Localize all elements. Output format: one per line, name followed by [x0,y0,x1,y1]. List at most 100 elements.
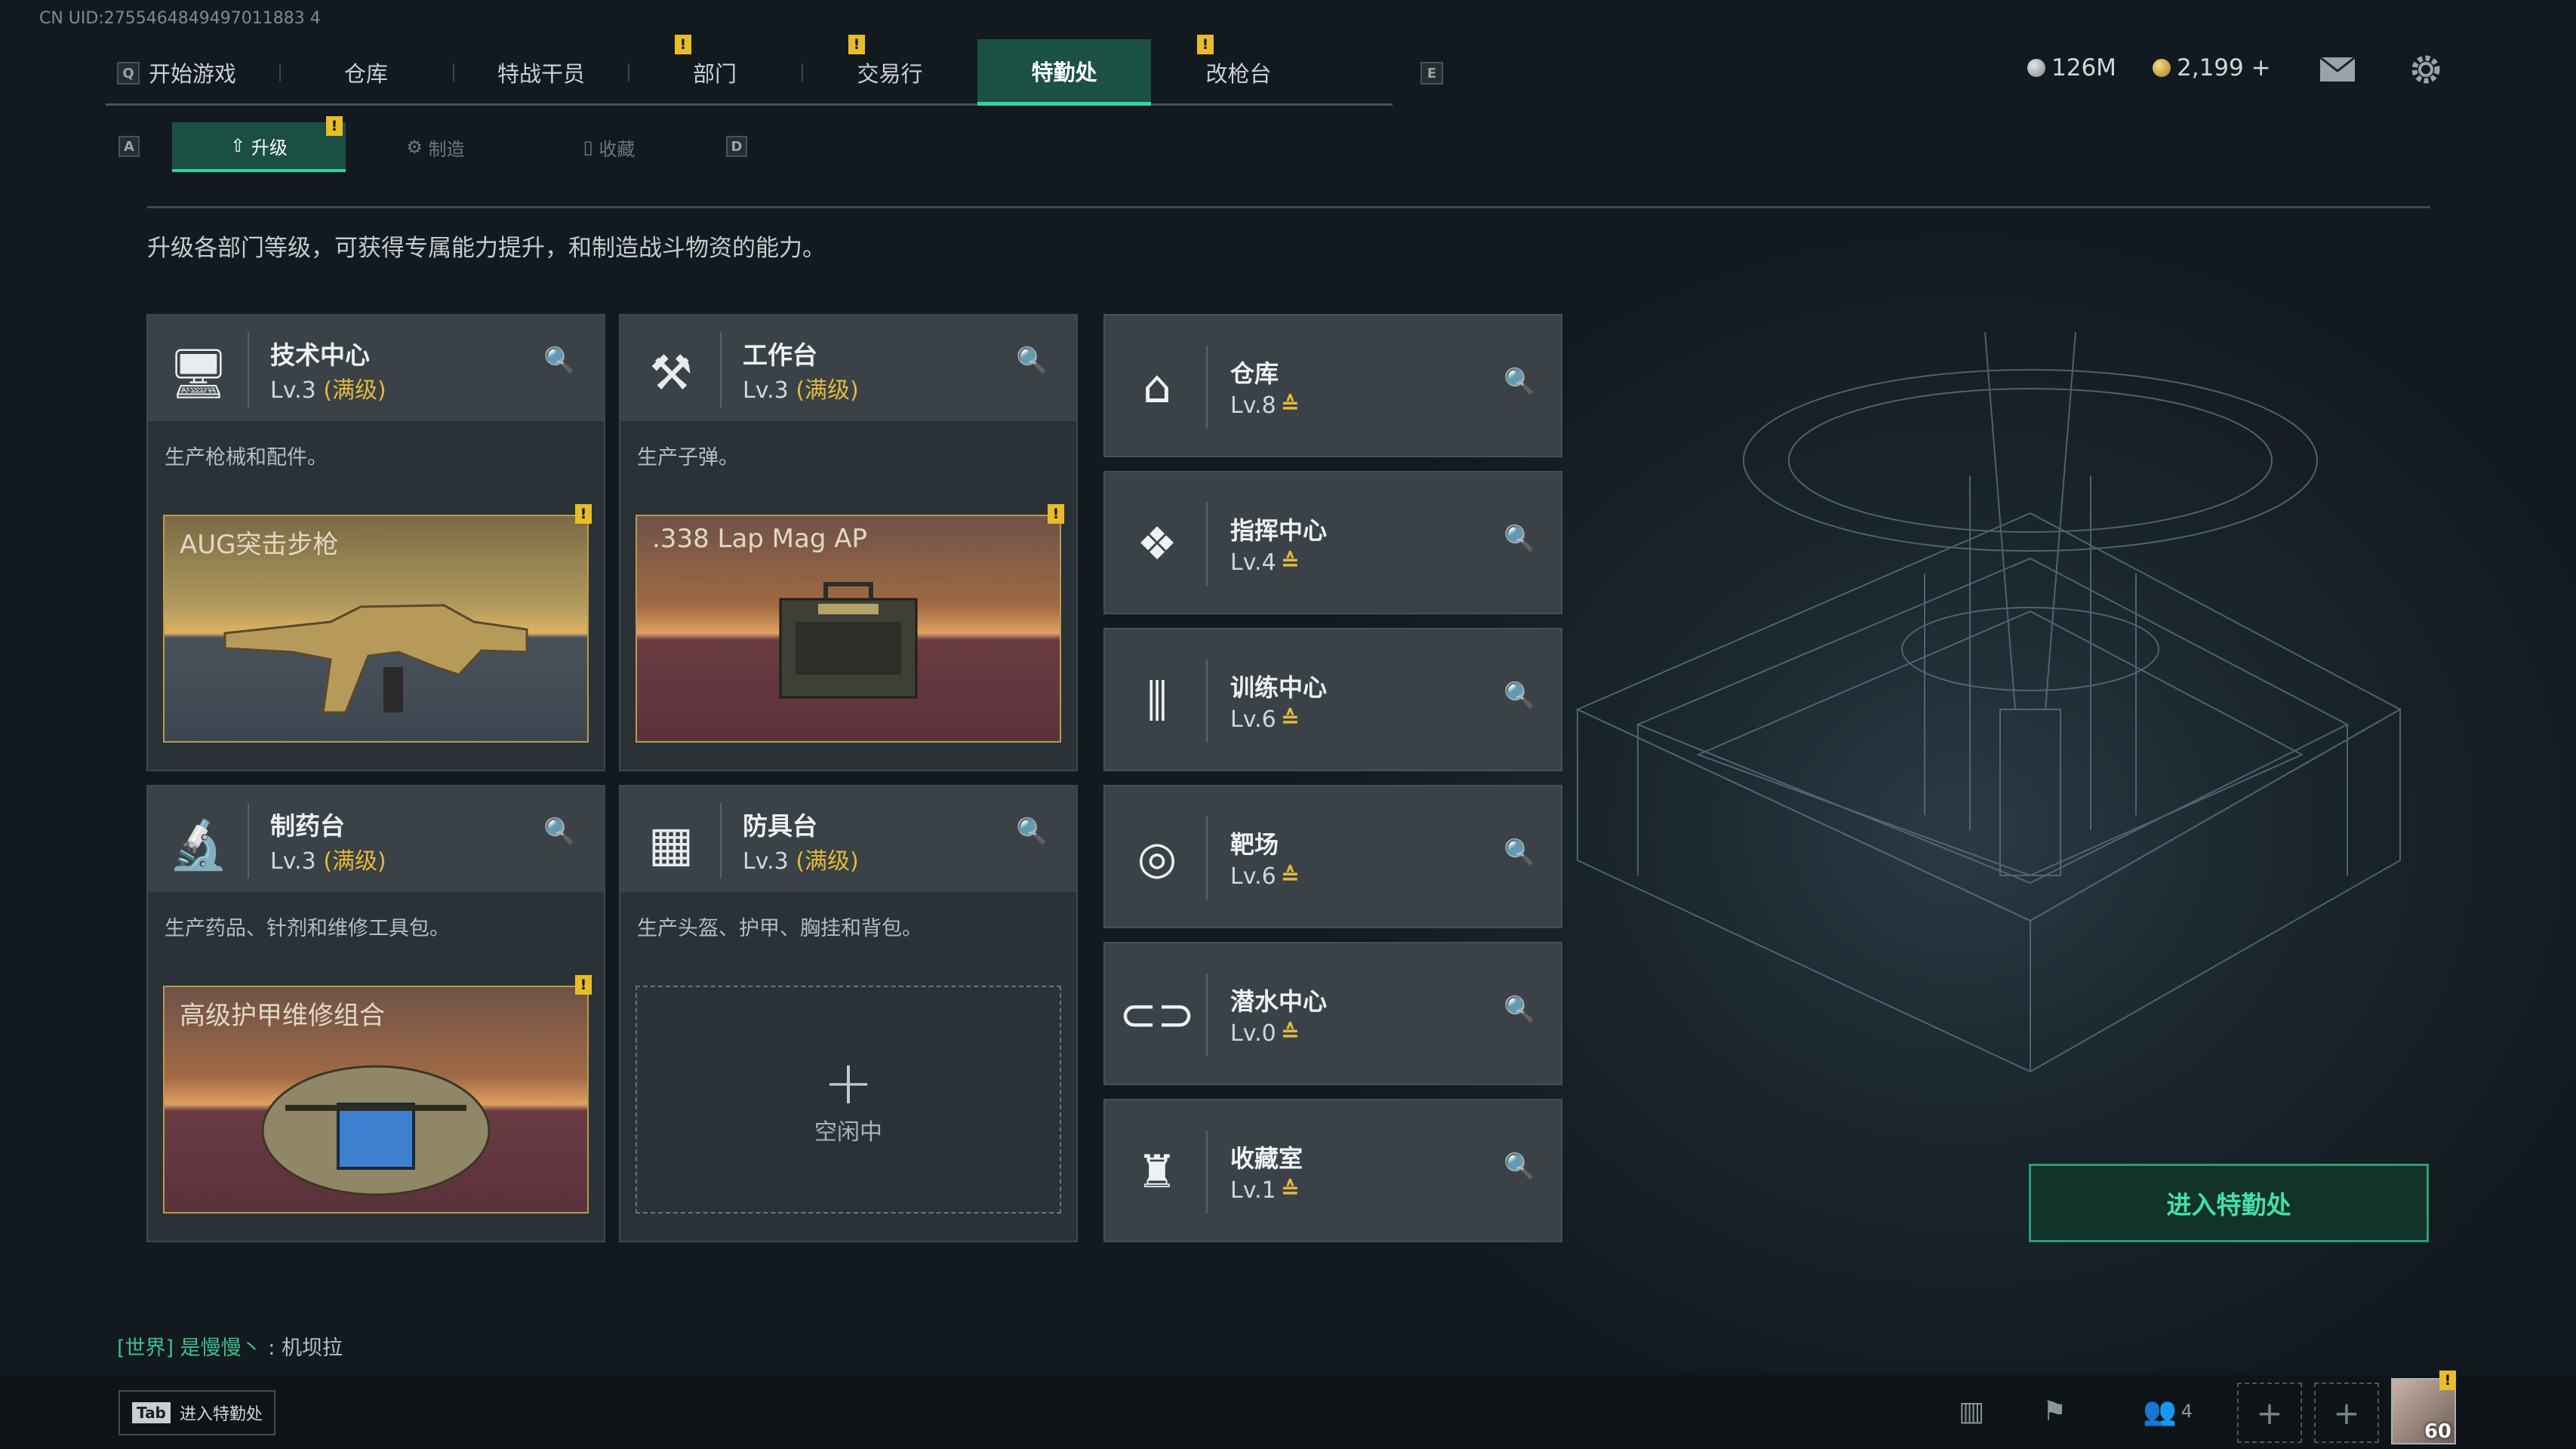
level-text: Lv.6 [1230,706,1276,733]
level-text: Lv.3 [743,377,789,404]
production-slot[interactable]: .338 Lap Mag AP [636,515,1061,743]
microscope-icon: 🔬 [168,817,229,873]
stats-chart-icon[interactable]: ▥ [1958,1395,1984,1427]
facility-diving-center[interactable]: ⊂⊃ 潜水中心 Lv.0≙ 🔍 [1103,942,1562,1085]
computer-icon: 🖥 [168,346,229,402]
silver-coin-icon [2027,59,2045,77]
building-wireframe [1575,331,2402,1073]
search-icon[interactable]: 🔍 [543,817,576,847]
tab-label: 部门 [692,61,737,87]
max-level-tag: (满级) [796,848,859,875]
chat-channel: [世界] [117,1337,174,1360]
facility-name: 训练中心 [1230,673,1328,702]
workshop-level: Lv.3 (满级) [743,842,859,875]
notification-badge: ! [848,35,865,54]
tab-special-office[interactable]: 特勤处 [977,39,1151,106]
divider [248,803,249,878]
production-slot[interactable]: 高级护甲维修组合 [163,986,589,1214]
search-icon[interactable]: 🔍 [1503,995,1536,1025]
tab-key-hint[interactable]: Tab 进入特勤处 [118,1390,275,1435]
settings-gear-icon[interactable] [2408,51,2444,88]
facility-training-center[interactable]: ⫼ 训练中心 Lv.6≙ 🔍 [1103,628,1562,771]
flag-icon[interactable]: ⚑ [2042,1395,2067,1427]
tab-key-label: 进入特勤处 [179,1405,263,1424]
workshop-name: 防具台 [743,811,817,841]
ammo-box-image [779,582,918,699]
facility-level: Lv.0≙ [1230,1020,1300,1047]
tab-label: 开始游戏 [148,61,236,87]
workshop-card-workbench[interactable]: ⚒ 工作台 Lv.3 (满级) 🔍 生产子弹。 .338 Lap Mag AP … [619,314,1078,771]
divider [1206,1131,1208,1214]
facility-name: 指挥中心 [1230,516,1328,545]
craft-icon: ⚙ [406,137,429,158]
diving-mask-icon: ⊂⊃ [1119,989,1196,1041]
add-slot-button[interactable]: + [2314,1383,2379,1443]
notification-badge: ! [1197,35,1214,54]
tab-department[interactable]: 部门 [628,39,803,106]
mail-icon[interactable] [2319,56,2356,83]
search-icon[interactable]: 🔍 [1503,681,1536,711]
facility-warehouse[interactable]: ⌂ 仓库 Lv.8≙ 🔍 [1103,314,1562,457]
level-text: Lv.3 [270,848,316,875]
target-icon: ◎ [1137,832,1177,884]
tab-warehouse[interactable]: 仓库 [279,39,454,106]
divider [147,206,2430,208]
workshop-name: 技术中心 [270,340,370,370]
key-hint-q: Q [117,62,140,85]
subtab-collection[interactable]: ▯ 收藏 [522,122,696,172]
facility-name: 收藏室 [1230,1144,1303,1173]
warehouse-icon: ⌂ [1142,361,1172,414]
facility-collection-room[interactable]: ♜ 收藏室 Lv.1≙ 🔍 [1103,1099,1562,1242]
notification-badge: ! [1048,504,1064,524]
product-name: AUG突击步枪 [180,530,339,560]
search-icon[interactable]: 🔍 [1503,367,1536,397]
divider [720,332,722,408]
chat-message[interactable]: [世界] 是慢慢丶 : 机坝拉 [117,1331,343,1361]
workshop-description: 生产子弹。 [637,446,739,469]
search-icon[interactable]: 🔍 [543,346,576,376]
search-icon[interactable]: 🔍 [1016,817,1048,847]
notification-badge: ! [326,116,343,136]
rifle-image [223,604,528,714]
divider [1206,660,1208,743]
gold-coin-icon [2153,59,2171,77]
idle-production-slot[interactable]: + 空闲中 [636,986,1061,1214]
tab-operators[interactable]: 特战干员 [454,39,629,106]
tab-exchange[interactable]: 交易行 [803,39,977,106]
level-text: Lv.1 [1230,1177,1276,1204]
search-icon[interactable]: 🔍 [1503,1152,1536,1182]
collection-icon: ▯ [583,137,599,158]
search-icon[interactable]: 🔍 [1503,838,1536,868]
workshop-name: 制药台 [270,811,345,841]
hammer-wrench-icon: ⚒ [649,346,693,401]
workshop-description: 生产枪械和配件。 [165,446,328,469]
player-avatar[interactable]: 60 [2391,1378,2456,1444]
level-text: Lv.0 [1230,1020,1276,1047]
workshop-card-tech-center[interactable]: 🖥 技术中心 Lv.3 (满级) 🔍 生产枪械和配件。 AUG突击步枪 ! [146,314,605,771]
subtab-label: 升级 [251,137,288,158]
search-icon[interactable]: 🔍 [1503,524,1536,554]
key-hint-e: E [1420,62,1443,85]
divider [1206,817,1208,900]
workshop-card-pharmacy[interactable]: 🔬 制药台 Lv.3 (满级) 🔍 生产药品、针剂和维修工具包。 高级护甲维修组… [146,785,605,1242]
friends-button[interactable]: 👥4 [2130,1389,2205,1434]
divider [248,332,249,408]
product-name: 高级护甲维修组合 [180,1001,385,1031]
tab-start-game[interactable]: 开始游戏 [106,39,281,106]
tab-gunsmith[interactable]: 改枪台 [1152,39,1325,106]
facility-command-center[interactable]: ❖ 指挥中心 Lv.4≙ 🔍 [1103,471,1562,614]
workshop-level: Lv.3 (满级) [743,371,859,405]
production-slot[interactable]: AUG突击步枪 [163,515,589,743]
facility-shooting-range[interactable]: ◎ 靶场 Lv.6≙ 🔍 [1103,785,1562,928]
search-icon[interactable]: 🔍 [1016,346,1048,376]
workshop-card-armor-bench[interactable]: ▦ 防具台 Lv.3 (满级) 🔍 生产头盔、护甲、胸挂和背包。 + 空闲中 [619,785,1078,1242]
silver-currency[interactable]: 126M [2027,54,2116,82]
gold-amount: 2,199 + [2177,54,2271,82]
subtab-upgrade[interactable]: ⇧ 升级 [172,122,346,172]
enter-special-office-button[interactable]: 进入特勤处 [2029,1164,2429,1242]
tab-label: 交易行 [857,61,923,87]
subtab-craft[interactable]: ⚙ 制造 [349,122,522,172]
add-slot-button[interactable]: + [2237,1383,2302,1443]
notification-badge: ! [575,975,592,995]
gold-currency[interactable]: 2,199 + [2153,54,2271,82]
